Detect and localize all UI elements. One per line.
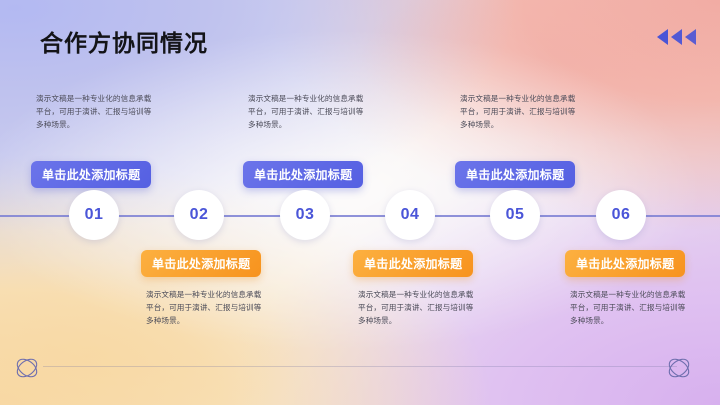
step-body-text-4: 演示文稿是一种专业化的信息承载平台，可用于演讲、汇报与培训等多种场景。 — [358, 290, 474, 326]
step-title-button-1[interactable]: 单击此处添加标题 — [31, 161, 152, 188]
step-title-button-5[interactable]: 单击此处添加标题 — [455, 161, 576, 188]
timeline-step-circle-1[interactable]: 01 — [69, 190, 119, 240]
arrow-icon-3 — [685, 29, 696, 45]
page-title: 合作方协同情况 — [40, 30, 208, 56]
orbit-atom-icon-right — [668, 358, 690, 378]
arrow-icon-1 — [657, 29, 668, 45]
step-body-text-5: 演示文稿是一种专业化的信息承载平台，可用于演讲、汇报与培训等多种场景。 — [460, 94, 576, 130]
step-title-button-2[interactable]: 单击此处添加标题 — [141, 250, 262, 277]
step-title-button-6[interactable]: 单击此处添加标题 — [565, 250, 686, 277]
timeline-step-circle-4[interactable]: 04 — [385, 190, 435, 240]
timeline-step-circle-5[interactable]: 05 — [490, 190, 540, 240]
timeline-axis — [0, 215, 720, 217]
step-body-text-3: 演示文稿是一种专业化的信息承载平台，可用于演讲、汇报与培训等多种场景。 — [248, 94, 364, 130]
timeline-step-circle-6[interactable]: 06 — [596, 190, 646, 240]
footer-divider — [43, 366, 677, 367]
triple-left-arrow-icon — [657, 29, 696, 45]
arrow-icon-2 — [671, 29, 682, 45]
orbit-atom-icon-left — [16, 358, 38, 378]
timeline-step-circle-2[interactable]: 02 — [174, 190, 224, 240]
step-body-text-2: 演示文稿是一种专业化的信息承载平台，可用于演讲、汇报与培训等多种场景。 — [146, 290, 262, 326]
step-title-button-3[interactable]: 单击此处添加标题 — [243, 161, 364, 188]
step-body-text-6: 演示文稿是一种专业化的信息承载平台，可用于演讲、汇报与培训等多种场景。 — [570, 290, 686, 326]
step-body-text-1: 演示文稿是一种专业化的信息承载平台，可用于演讲、汇报与培训等多种场景。 — [36, 94, 152, 130]
step-title-button-4[interactable]: 单击此处添加标题 — [353, 250, 474, 277]
timeline-step-circle-3[interactable]: 03 — [280, 190, 330, 240]
